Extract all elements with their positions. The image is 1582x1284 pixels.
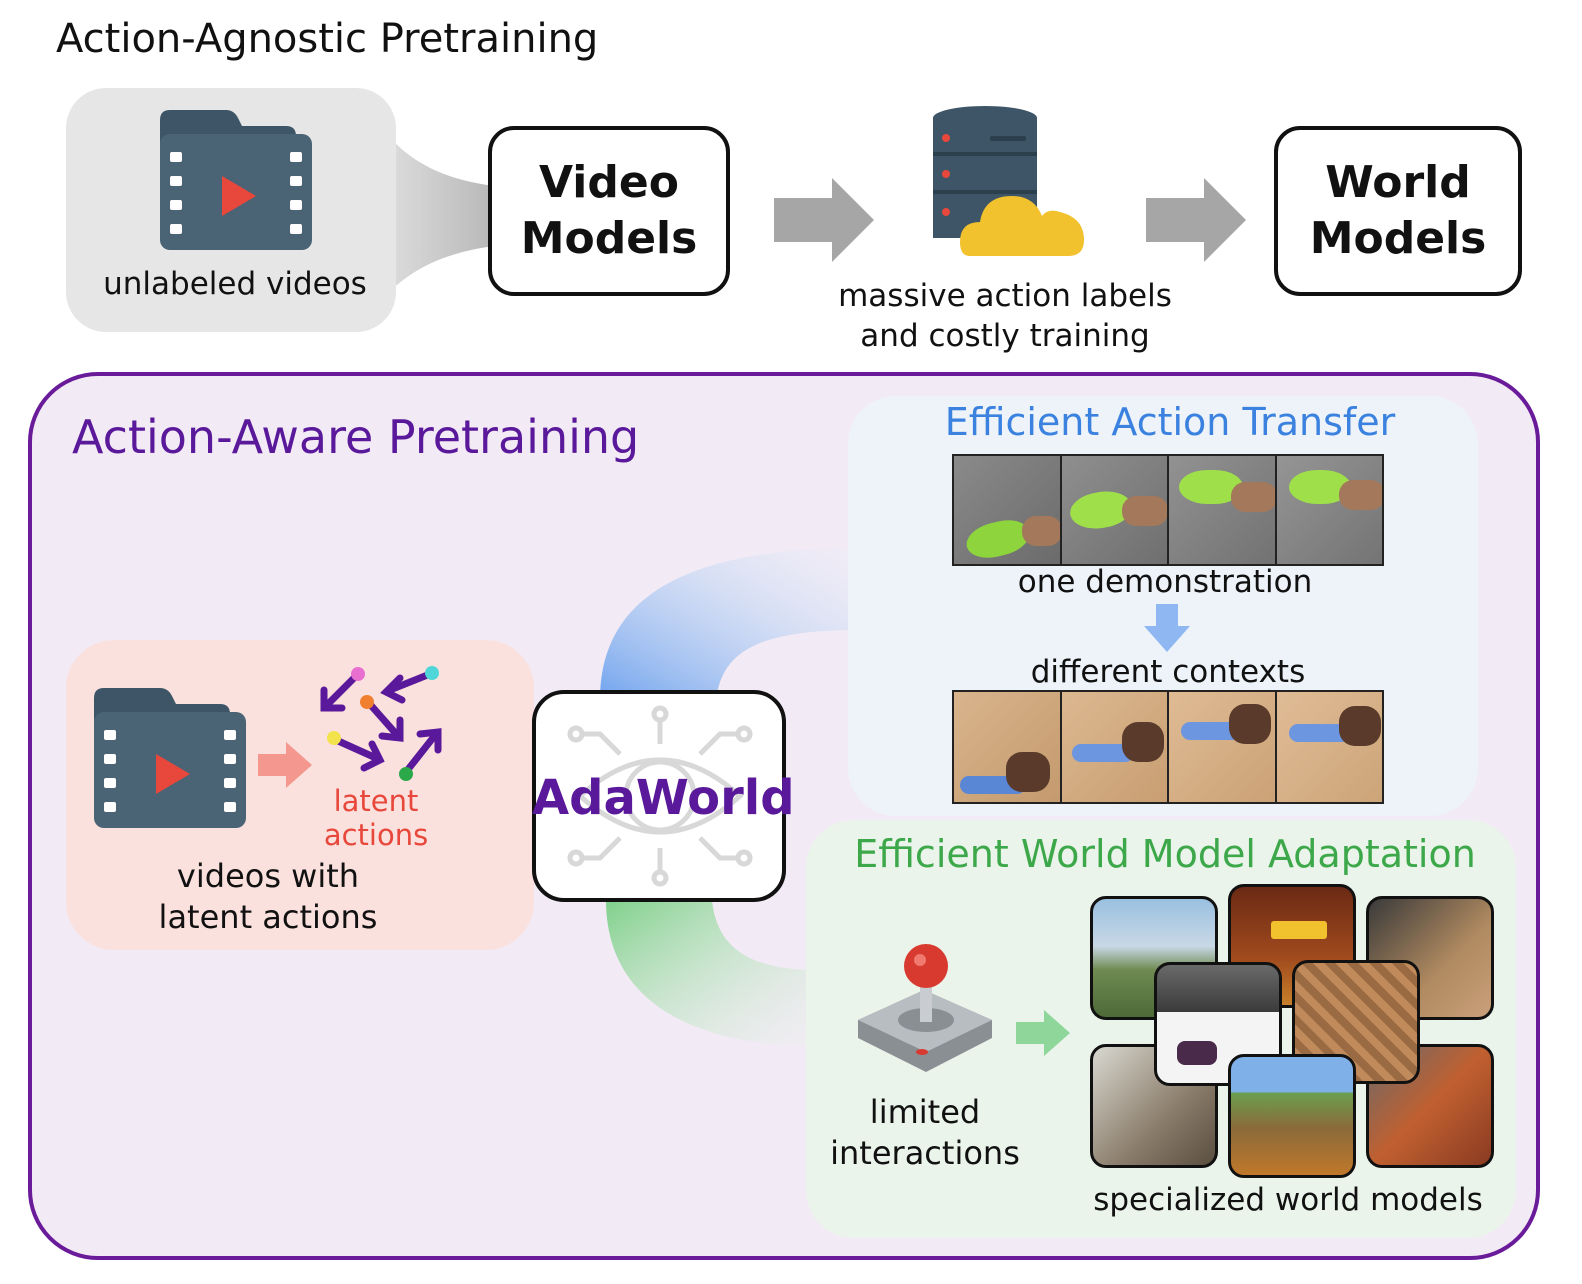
arrow-right-icon <box>1016 1010 1070 1056</box>
limited-line1: limited <box>869 1093 981 1131</box>
one-demonstration-caption: one demonstration <box>1017 564 1313 600</box>
limited-line2: interactions <box>830 1134 1020 1172</box>
context-frame-3 <box>1169 692 1275 802</box>
arrow-right-icon <box>1146 178 1246 262</box>
joystick-icon <box>858 944 992 1072</box>
context-frames <box>952 690 1384 804</box>
adaworld-label: AdaWorld <box>532 770 795 826</box>
massive-caption-line1: massive action labels <box>838 278 1172 314</box>
videos-caption-line1: videos with <box>176 857 360 895</box>
arrow-right-icon <box>774 178 874 262</box>
latent-label-line2: actions <box>323 818 429 852</box>
demo-frame-1 <box>954 456 1060 564</box>
context-frame-2 <box>1061 692 1167 802</box>
context-frame-4 <box>1276 692 1382 802</box>
specialized-models-caption: specialized world models <box>1093 1182 1483 1218</box>
videos-with-latent-caption: videos with latent actions <box>100 856 436 938</box>
world-models-box: World Models <box>1274 126 1522 296</box>
unlabeled-videos-caption: unlabeled videos <box>103 266 367 302</box>
different-contexts-caption: different contexts <box>1030 654 1306 690</box>
video-folder-icon <box>160 110 312 250</box>
latent-actions-icon <box>320 666 442 781</box>
limited-interactions-caption: limited interactions <box>820 1092 1030 1174</box>
world-model-adaptation-title: Efficient World Model Adaptation <box>854 832 1476 876</box>
latent-label-line1: latent <box>333 784 419 818</box>
arrow-down-icon <box>1144 604 1190 652</box>
world-tile-minecraft <box>1228 1054 1356 1178</box>
video-models-line2: Models <box>520 213 698 264</box>
videos-caption-line2: latent actions <box>158 898 378 936</box>
action-aware-title: Action-Aware Pretraining <box>72 410 640 464</box>
database-cloud-icon <box>933 106 1084 256</box>
demo-frame-2 <box>1061 456 1167 564</box>
context-frame-1 <box>954 692 1060 802</box>
demo-frame-4 <box>1276 456 1382 564</box>
world-tile-maze <box>1292 960 1420 1084</box>
massive-caption-line2: and costly training <box>860 318 1150 354</box>
world-models-line2: Models <box>1309 213 1487 264</box>
demonstration-frames <box>952 454 1384 566</box>
latent-actions-label: latent actions <box>316 784 436 852</box>
video-models-box: Video Models <box>488 126 730 296</box>
top-section-title: Action-Agnostic Pretraining <box>56 16 599 62</box>
demo-frame-3 <box>1169 456 1275 564</box>
world-models-line1: World <box>1325 157 1471 208</box>
action-transfer-title: Efficient Action Transfer <box>944 400 1396 444</box>
eye-circuit-icon <box>567 705 753 887</box>
massive-labels-caption: massive action labels and costly trainin… <box>820 276 1190 356</box>
arrow-right-icon <box>258 742 312 788</box>
video-folder-icon <box>94 688 246 828</box>
video-models-line1: Video <box>539 157 679 208</box>
